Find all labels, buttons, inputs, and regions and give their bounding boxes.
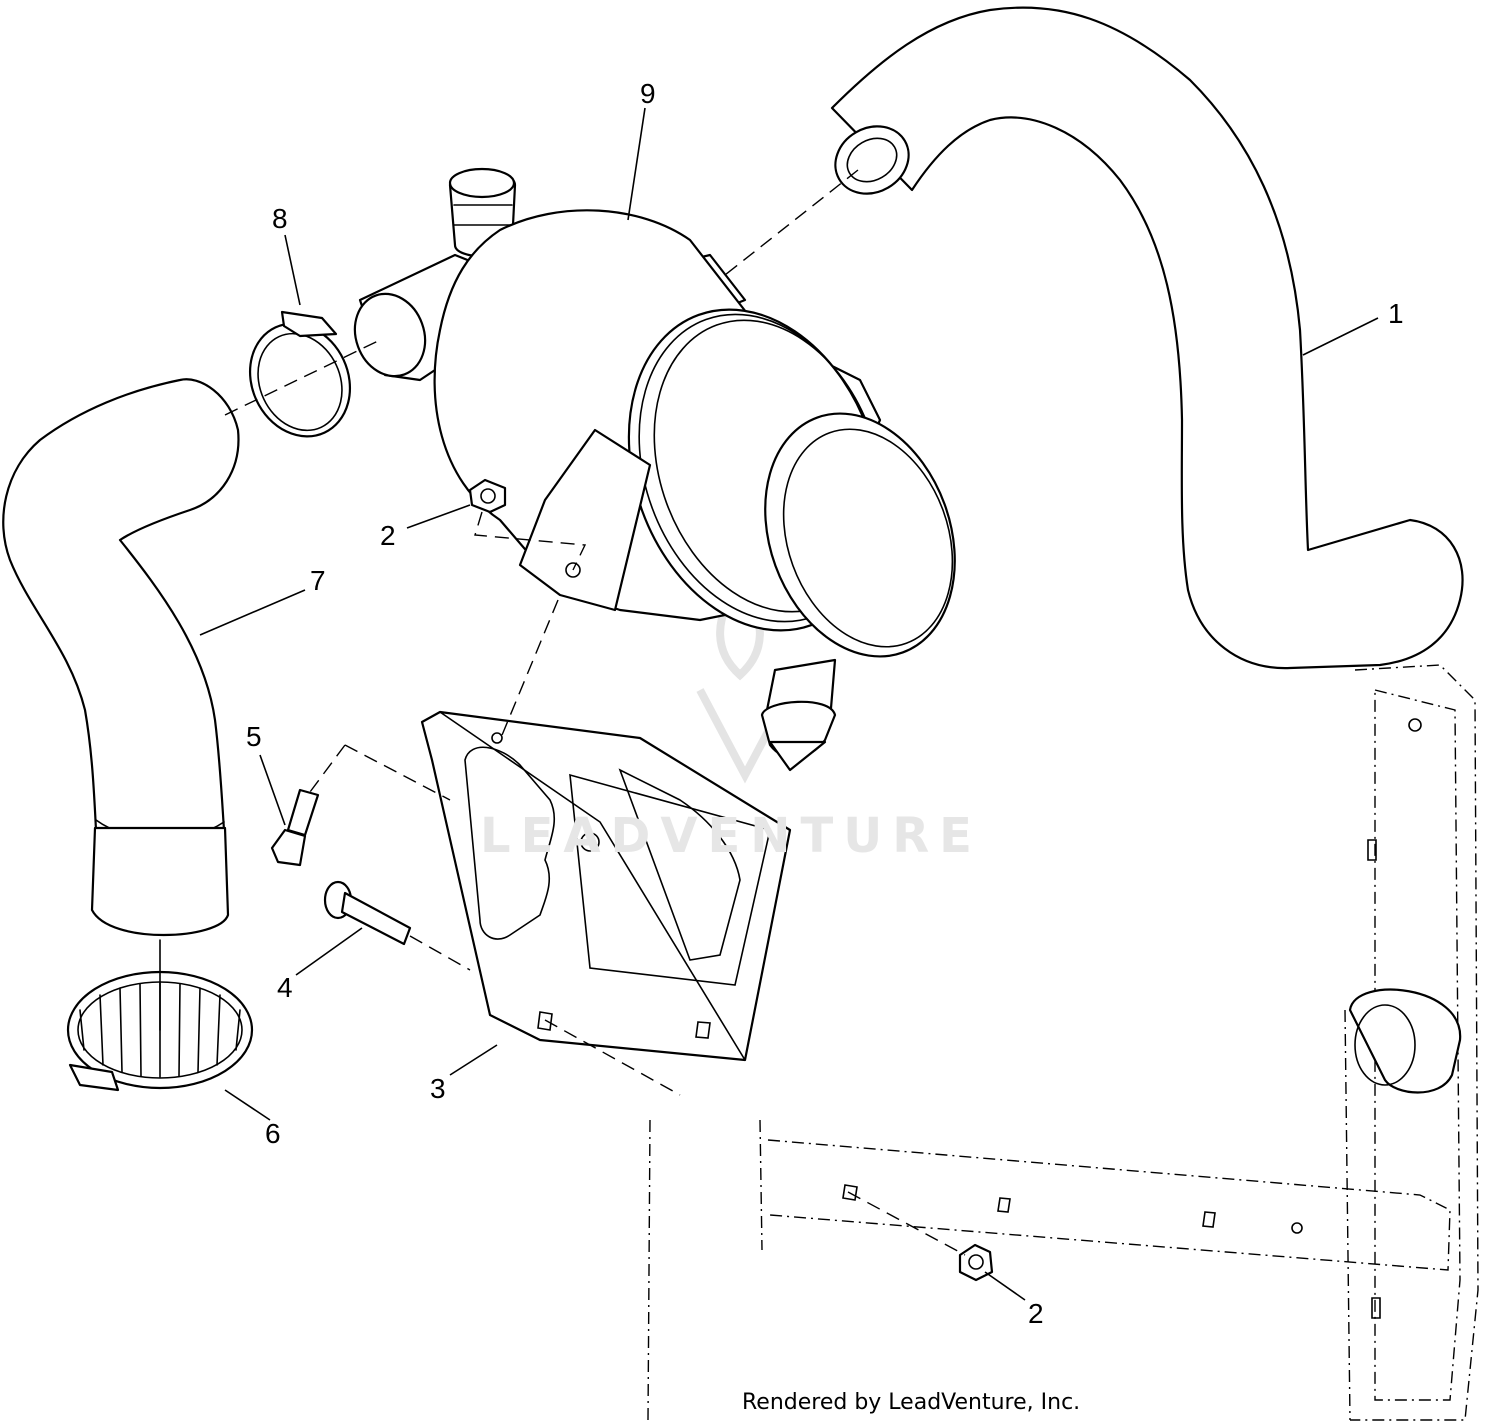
callout-3: 3 [430, 1073, 446, 1104]
callout-labels: 1 2 2 3 4 5 6 7 8 9 [246, 78, 1404, 1329]
callout-6: 6 [265, 1118, 281, 1149]
callout-2-lower: 2 [1028, 1298, 1044, 1329]
assembly-lines [159, 169, 966, 1256]
callout-7: 7 [310, 565, 326, 596]
frame-outline [647, 664, 1479, 1421]
hose-clamp-upper[interactable] [232, 307, 368, 453]
leader-lines [199, 107, 1379, 1301]
lower-intake-hose[interactable] [2, 378, 240, 937]
bolt-long[interactable] [323, 880, 412, 946]
flange-nut-lower[interactable] [958, 1243, 994, 1282]
bolt-short[interactable] [270, 788, 320, 867]
callout-9: 9 [640, 78, 656, 109]
flange-nut-upper[interactable] [468, 478, 507, 514]
air-cleaner[interactable] [344, 167, 988, 772]
mounting-bracket[interactable] [420, 710, 792, 1062]
callout-1: 1 [1388, 298, 1404, 329]
upper-intake-hose[interactable] [823, 6, 1464, 670]
callout-4: 4 [277, 972, 293, 1003]
render-credit: Rendered by LeadVenture, Inc. [742, 1390, 1081, 1415]
watermark-text: LEADVENTURE [480, 808, 982, 864]
callout-2-upper: 2 [380, 520, 396, 551]
callout-8: 8 [272, 203, 288, 234]
callout-5: 5 [246, 721, 262, 752]
